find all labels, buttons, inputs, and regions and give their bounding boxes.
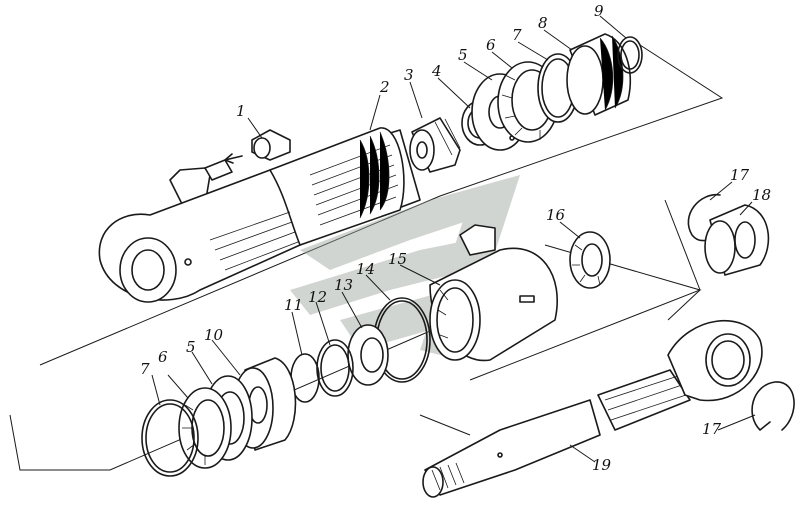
callout-6-bottom: 6 — [158, 348, 168, 366]
part-2-cylinder-body — [98, 127, 421, 303]
callout-18: 18 — [752, 186, 772, 204]
callout-6: 6 — [486, 36, 496, 54]
callout-9: 9 — [594, 2, 604, 20]
callout-2: 2 — [380, 78, 390, 96]
callout-13: 13 — [334, 276, 354, 294]
callout-10: 10 — [204, 326, 224, 344]
part-16-seal — [569, 231, 611, 289]
part-19-piston-rod — [422, 319, 763, 498]
callout-16: 16 — [546, 206, 566, 224]
part-3-piston-nut — [409, 117, 461, 173]
callout-11: 11 — [284, 296, 304, 314]
callout-7: 7 — [512, 26, 522, 44]
callout-3: 3 — [404, 66, 414, 84]
callout-12: 12 — [308, 288, 328, 306]
part-15-head — [429, 224, 558, 362]
part-13-wiper — [347, 324, 389, 386]
callout-17-top: 17 — [730, 166, 750, 184]
callout-4: 4 — [432, 62, 442, 80]
callout-5-bottom: 5 — [186, 338, 196, 356]
part-17-snap-ring-right-bottom — [751, 381, 795, 431]
callout-15: 15 — [388, 250, 408, 268]
callout-5: 5 — [458, 46, 468, 64]
leader-lines — [151, 15, 756, 463]
part-6-seal-bottom — [178, 387, 232, 469]
callout-14: 14 — [356, 260, 376, 278]
callout-19: 19 — [592, 456, 612, 474]
callout-7-bottom: 7 — [140, 360, 150, 378]
part-1-fitting — [224, 129, 291, 164]
callout-8: 8 — [538, 14, 548, 32]
part-18-spherical-bearing — [704, 204, 770, 276]
part-9-snap-ring — [617, 36, 643, 74]
callout-1: 1 — [236, 102, 246, 120]
callout-17-bottom: 17 — [702, 420, 722, 438]
part-12-ring — [316, 339, 354, 397]
part-8-guide-bushing — [566, 33, 632, 116]
part-7-ring-bottom — [141, 399, 199, 477]
